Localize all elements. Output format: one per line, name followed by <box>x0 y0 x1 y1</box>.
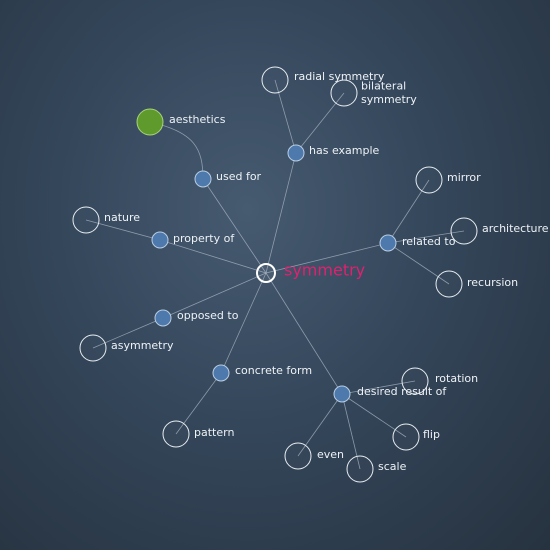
concept-node-even[interactable] <box>284 442 312 470</box>
concept-node-bilateral-symmetry[interactable] <box>330 79 358 107</box>
edge-center-property-of <box>159 239 267 274</box>
concept-node-radial-symmetry[interactable] <box>261 66 289 94</box>
concept-node-rotation[interactable] <box>401 367 429 395</box>
graph-edges <box>85 79 465 470</box>
edge-center-related-to <box>265 242 389 274</box>
relation-label-related-to[interactable]: related to <box>402 235 456 248</box>
concept-node-mirror[interactable] <box>415 166 443 194</box>
concept-node-scale[interactable] <box>346 455 374 483</box>
graph-nodes <box>72 66 478 483</box>
concept-label-scale[interactable]: scale <box>378 460 407 473</box>
relation-node-used-for[interactable] <box>194 170 212 188</box>
concept-node-recursion[interactable] <box>435 270 463 298</box>
graph-labels: symmetry has example used for property of re… <box>104 70 549 473</box>
edge-recursion <box>387 242 450 285</box>
concept-label-mirror[interactable]: mirror <box>447 171 481 184</box>
relation-node-related-to[interactable] <box>379 234 397 252</box>
center-label[interactable]: symmetry <box>284 261 365 280</box>
concept-label-asymmetry[interactable]: asymmetry <box>111 339 174 352</box>
concept-label-nature[interactable]: nature <box>104 211 140 224</box>
concept-node-flip[interactable] <box>392 423 420 451</box>
concept-node-architecture[interactable] <box>450 217 478 245</box>
edge-center-used-for <box>202 178 267 274</box>
relation-label-desired-result-of[interactable]: desired result of <box>357 385 447 398</box>
relation-node-opposed-to[interactable] <box>154 309 172 327</box>
edge-rotation <box>341 380 416 395</box>
concept-node-pattern[interactable] <box>162 420 190 448</box>
relation-node-has-example[interactable] <box>287 144 305 162</box>
center-node[interactable] <box>256 263 276 283</box>
relation-label-opposed-to[interactable]: opposed to <box>177 309 239 322</box>
concept-label-flip[interactable]: flip <box>423 428 440 441</box>
edge-center-desired-result-of <box>265 272 343 395</box>
edge-center-concrete-form <box>220 272 267 374</box>
concept-label-architecture[interactable]: architecture <box>482 222 549 235</box>
relation-label-has-example[interactable]: has example <box>309 144 380 157</box>
concept-node-asymmetry[interactable] <box>79 334 107 362</box>
concept-node-nature[interactable] <box>72 206 100 234</box>
relation-node-concrete-form[interactable] <box>212 364 230 382</box>
concept-label-recursion[interactable]: recursion <box>467 276 518 289</box>
relation-label-concrete-form[interactable]: concrete form <box>235 364 312 377</box>
relation-node-desired-result-of[interactable] <box>333 385 351 403</box>
concept-node-aesthetics[interactable] <box>136 108 164 136</box>
edge-center-opposed-to <box>162 272 267 319</box>
relation-label-property-of[interactable]: property of <box>173 232 235 245</box>
concept-label-pattern[interactable]: pattern <box>194 426 234 439</box>
edge-center-has-example <box>265 152 297 274</box>
relation-label-used-for[interactable]: used for <box>216 170 262 183</box>
relation-node-property-of[interactable] <box>151 231 169 249</box>
concept-label-aesthetics[interactable]: aesthetics <box>169 113 226 126</box>
concept-label-radial-symmetry[interactable]: radial symmetry <box>294 70 385 83</box>
concept-label-even[interactable]: even <box>317 448 344 461</box>
concept-label-rotation[interactable]: rotation <box>435 372 478 385</box>
